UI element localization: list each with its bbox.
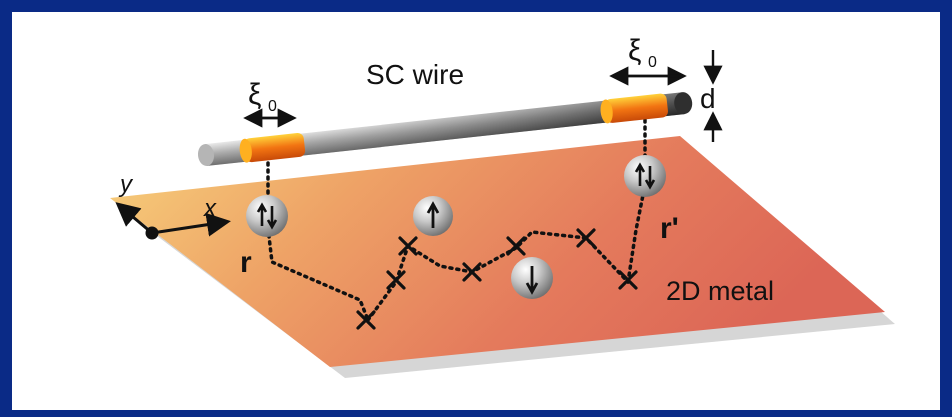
cooper-pair-left xyxy=(246,195,288,237)
xi-left-sub: 0 xyxy=(268,98,277,115)
cooper-pair-right xyxy=(624,155,666,197)
axis-x-label: x xyxy=(203,195,217,222)
r-label: r xyxy=(240,246,252,279)
axis-y-label: y xyxy=(118,171,134,198)
left-contact xyxy=(239,132,306,163)
electron-spin-down xyxy=(511,257,553,299)
diameter-label: d xyxy=(700,83,716,114)
xi-left-label: ξ xyxy=(248,78,261,111)
wire-label: SC wire xyxy=(366,59,464,90)
metal-label: 2D metal xyxy=(666,276,774,306)
right-contact xyxy=(599,93,668,124)
xi-right-label: ξ xyxy=(628,34,641,67)
electron-spin-up xyxy=(413,196,453,236)
xi-right-sub: 0 xyxy=(648,54,657,71)
r-prime-label: r' xyxy=(660,212,679,245)
